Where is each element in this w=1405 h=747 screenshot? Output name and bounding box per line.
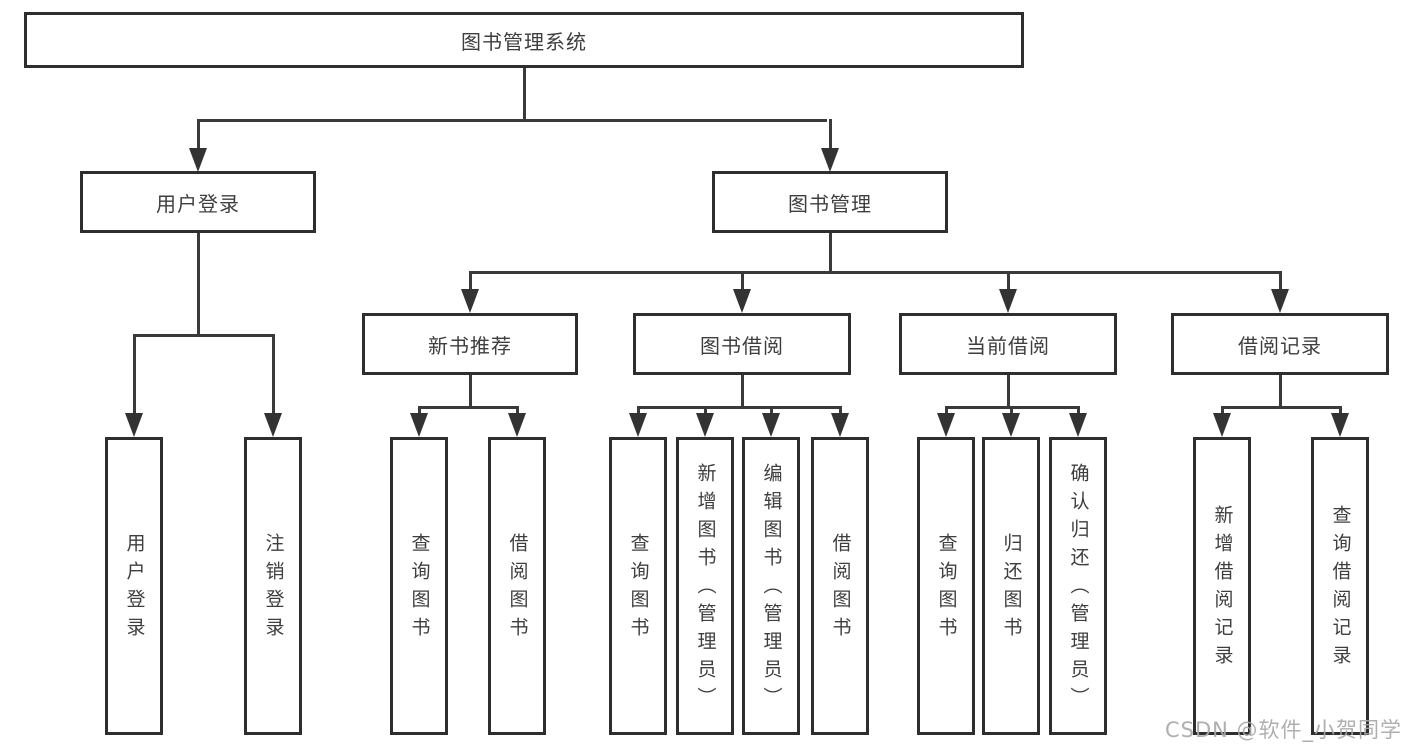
connector-s0-stem xyxy=(469,375,472,409)
leaf-add-borrow-record: 新增借阅记录 xyxy=(1193,437,1251,735)
node-root-title: 图书管理系统 xyxy=(24,12,1024,68)
connector-s0-branch xyxy=(418,406,519,409)
connector-s0-drop-0 xyxy=(418,406,421,416)
arrowhead-s1-leaf-2 xyxy=(762,413,780,437)
connector-drop-current-borrow xyxy=(1007,271,1010,291)
connector-s0-drop-1 xyxy=(516,406,519,416)
node-borrow-records: 借阅记录 xyxy=(1171,313,1389,375)
connector-s2-drop-2 xyxy=(1077,406,1080,416)
leaf-borrow-books-recommend: 借阅图书 xyxy=(488,437,546,735)
node-current-borrowing: 当前借阅 xyxy=(899,313,1117,375)
arrowhead-s1-leaf-3 xyxy=(831,413,849,437)
arrowhead-s3-leaf-0 xyxy=(1213,413,1231,437)
arrowhead-s0-leaf-0 xyxy=(410,413,428,437)
connector-root-branch xyxy=(197,119,827,122)
leaf-user-login: 用户登录 xyxy=(105,437,163,735)
connector-s1-drop-3 xyxy=(839,406,842,416)
node-user-login: 用户登录 xyxy=(80,171,316,233)
connector-drop-book-mgmt xyxy=(829,119,832,151)
arrowhead-user-login xyxy=(189,148,207,172)
leaf-borrow-books: 借阅图书 xyxy=(811,437,869,735)
leaf-return-books: 归还图书 xyxy=(982,437,1040,735)
connector-s3-drop-1 xyxy=(1339,406,1342,416)
arrowhead-borrow-record xyxy=(1271,289,1289,313)
connector-user-login-branch xyxy=(133,334,275,337)
arrowhead-book-mgmt xyxy=(821,148,839,172)
connector-drop-user-login xyxy=(197,119,200,151)
connector-s3-drop-0 xyxy=(1221,406,1224,416)
connector-root-stem xyxy=(523,68,526,122)
arrowhead-s2-leaf-2 xyxy=(1069,413,1087,437)
arrowhead-new-book xyxy=(461,289,479,313)
arrowhead-s0-leaf-1 xyxy=(508,413,526,437)
connector-s1-drop-0 xyxy=(637,406,640,416)
leaf-add-books-admin: 新增图书（管理员） xyxy=(676,437,734,735)
arrowhead-leaf-logout xyxy=(264,413,282,437)
connector-s1-branch xyxy=(637,406,842,409)
arrowhead-s1-leaf-0 xyxy=(629,413,647,437)
leaf-edit-books-admin: 编辑图书（管理员） xyxy=(742,437,800,735)
node-book-borrowing: 图书借阅 xyxy=(633,313,851,375)
arrowhead-leaf-login xyxy=(125,413,143,437)
arrowhead-s2-leaf-1 xyxy=(1002,413,1020,437)
connector-s2-stem xyxy=(1007,375,1010,409)
connector-s3-branch xyxy=(1221,406,1341,409)
leaf-query-books-recommend: 查询图书 xyxy=(390,437,448,735)
connector-s1-drop-1 xyxy=(704,406,707,416)
arrowhead-current-borrow xyxy=(999,289,1017,313)
connector-s3-stem xyxy=(1279,375,1282,409)
connector-s1-stem xyxy=(741,375,744,409)
connector-drop-new-book xyxy=(469,271,472,291)
node-new-book-recommend: 新书推荐 xyxy=(362,313,578,375)
node-book-management: 图书管理 xyxy=(712,171,948,233)
connector-book-mgmt-branch xyxy=(469,271,1281,274)
connector-s1-drop-2 xyxy=(770,406,773,416)
arrowhead-s2-leaf-0 xyxy=(937,413,955,437)
connector-s2-drop-0 xyxy=(945,406,948,416)
connector-drop-leaf-logout xyxy=(272,334,275,416)
csdn-watermark: CSDN @软件_小贺同学 xyxy=(1165,718,1403,742)
leaf-query-books-current: 查询图书 xyxy=(917,437,975,735)
arrowhead-s1-leaf-1 xyxy=(696,413,714,437)
arrowhead-book-borrow xyxy=(733,289,751,313)
connector-drop-leaf-login xyxy=(133,334,136,416)
connector-user-login-stem xyxy=(197,233,200,337)
arrowhead-s3-leaf-1 xyxy=(1331,413,1349,437)
connector-drop-borrow-record xyxy=(1279,271,1282,291)
leaf-query-borrow-record: 查询借阅记录 xyxy=(1311,437,1369,735)
leaf-query-books-borrowing: 查询图书 xyxy=(609,437,667,735)
leaf-logout: 注销登录 xyxy=(244,437,302,735)
connector-book-mgmt-stem xyxy=(829,233,832,274)
connector-s2-drop-1 xyxy=(1010,406,1013,416)
leaf-confirm-return-admin: 确认归还（管理员） xyxy=(1049,437,1107,735)
connector-drop-book-borrow xyxy=(741,271,744,291)
